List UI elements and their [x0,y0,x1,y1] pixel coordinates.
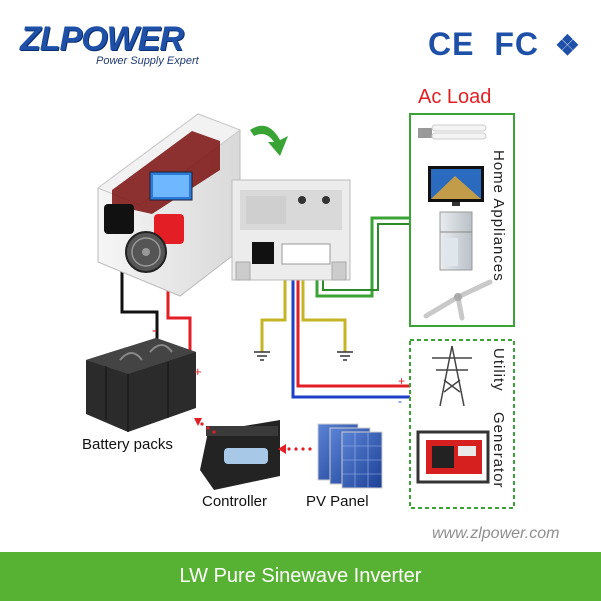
fcc-mark: FC [494,26,539,62]
brand-tagline: Power Supply Expert [96,55,199,67]
flow-arrow-controller-to-battery [194,418,216,434]
ground-wire-left [260,270,287,352]
home-appliances-label: Home Appliances [490,150,507,282]
battery-negative-wire [120,240,159,346]
source-frame [409,339,515,509]
footer-banner: LW Pure Sinewave Inverter [0,552,601,601]
generator-icon [416,430,490,484]
ground-symbol-left [254,351,270,361]
utility-live-wire [296,268,410,388]
lamp-icon [418,124,487,140]
website-url: www.zlpower.com [432,525,560,542]
utility-neutral-wire [291,268,410,399]
inverter-front-view [96,113,242,297]
utility-label: Utility [490,348,507,392]
battery-packs-label: Battery packs [82,436,173,453]
ground-wire-right [301,270,347,352]
pv-panel-label: PV Panel [306,493,369,510]
ce-mark: CE [428,26,475,62]
ground-symbol-right [337,351,353,361]
load-output-wire-b [322,223,410,291]
ac-load-frame [409,113,515,327]
pv-panel-icon [317,423,383,489]
utility-tower-icon [432,345,472,407]
footer-title: LW Pure Sinewave Inverter [179,565,422,587]
flow-arrow-pv-to-controller [278,444,312,454]
controller-label: Controller [202,493,268,510]
brand-logo: ZLPOWER [20,20,184,58]
load-output-wire-a [315,216,410,298]
fridge-icon [439,211,473,271]
battery-packs-icon [86,338,196,432]
curved-arrow-icon [250,125,288,156]
rohs-icon: ❖ [554,30,581,61]
battery-minus-mark: - [152,322,157,339]
ac-load-title: Ac Load [418,86,492,108]
certification-marks: CE FC ❖ [428,26,581,63]
tv-icon [428,166,484,206]
generator-label: Generator [490,412,507,489]
utility-plus-mark: + [398,374,406,388]
inverter-back-view [231,179,351,281]
utility-minus-mark: - [398,394,402,408]
battery-plus-mark: + [194,364,202,379]
controller-icon [200,420,280,490]
